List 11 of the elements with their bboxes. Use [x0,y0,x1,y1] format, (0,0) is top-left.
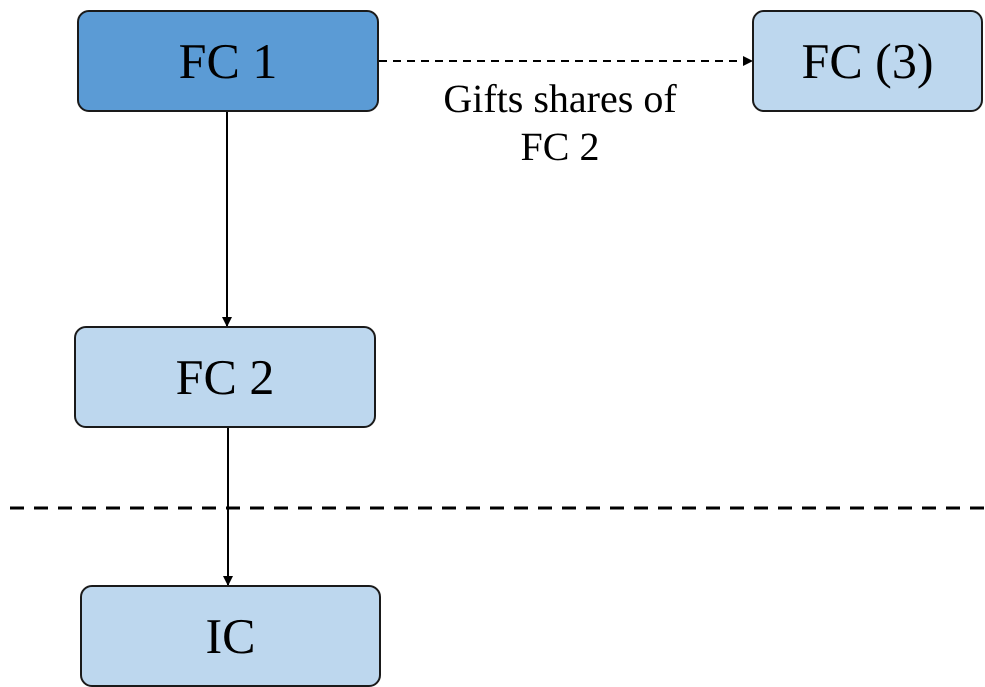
process-box [74,326,376,428]
process-box [80,585,381,687]
box-label: FC (3) [802,32,934,90]
arrow [223,428,233,586]
box-label: FC 2 [176,348,274,406]
arrow [222,112,232,327]
box-label: FC 1 [178,32,278,90]
process-box [752,10,983,112]
box-label: IC [206,607,256,665]
process-box [77,10,379,112]
arrow [379,56,753,66]
